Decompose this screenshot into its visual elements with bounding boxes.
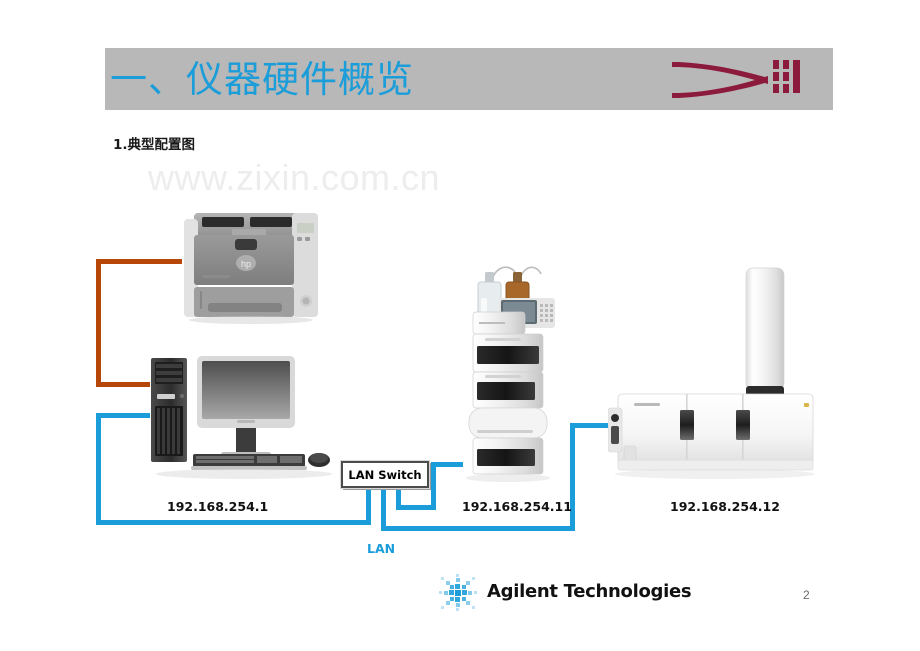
svg-text:hp: hp: [241, 259, 251, 269]
lan-cable-ms-bottom: [381, 526, 575, 531]
lan-cable-switch-port-1: [366, 484, 371, 525]
lan-cable-ms-vertical: [570, 423, 575, 531]
device-workstation-pc: [149, 350, 335, 485]
lan-switch-label: LAN Switch: [348, 467, 422, 482]
lan-cable-hplc-horizontal-low: [396, 505, 436, 510]
agilent-arrow-logo-icon: [672, 58, 800, 102]
printer-cable-vertical: [96, 259, 101, 387]
lan-cable-pc-vertical: [96, 413, 101, 525]
lan-cable-pc-top: [96, 413, 150, 418]
ip-label-mass-spectrometer: 192.168.254.12: [670, 499, 780, 514]
printer-cable-bottom: [96, 382, 150, 387]
lan-cable-switch-port-2: [381, 484, 386, 531]
device-mass-spectrometer: [607, 260, 823, 488]
ip-label-hplc: 192.168.254.11: [462, 499, 572, 514]
header-bar: [105, 48, 833, 110]
lan-cable-hplc-vertical: [431, 462, 436, 510]
device-hplc-stack: [455, 250, 561, 490]
lan-cable-hplc-top: [431, 462, 463, 467]
page-title: 一、仪器硬件概览: [110, 58, 414, 101]
page-number: 2: [803, 588, 810, 602]
watermark: www.zixin.com.cn: [148, 157, 441, 198]
lan-cable-ms-top: [570, 423, 614, 428]
subheading: 1.典型配置图: [113, 137, 196, 153]
device-printer: hp: [180, 205, 322, 327]
lan-trunk-label: LAN: [367, 541, 396, 556]
lan-cable-pc-bottom: [96, 520, 371, 525]
company-name: Agilent Technologies: [487, 581, 692, 602]
ip-label-workstation: 192.168.254.1: [167, 499, 269, 514]
agilent-starburst-logo-icon: [437, 574, 479, 612]
lan-switch-box[interactable]: LAN Switch: [341, 461, 429, 488]
printer-cable-top: [96, 259, 182, 264]
lan-cable-switch-port-3: [396, 484, 401, 510]
